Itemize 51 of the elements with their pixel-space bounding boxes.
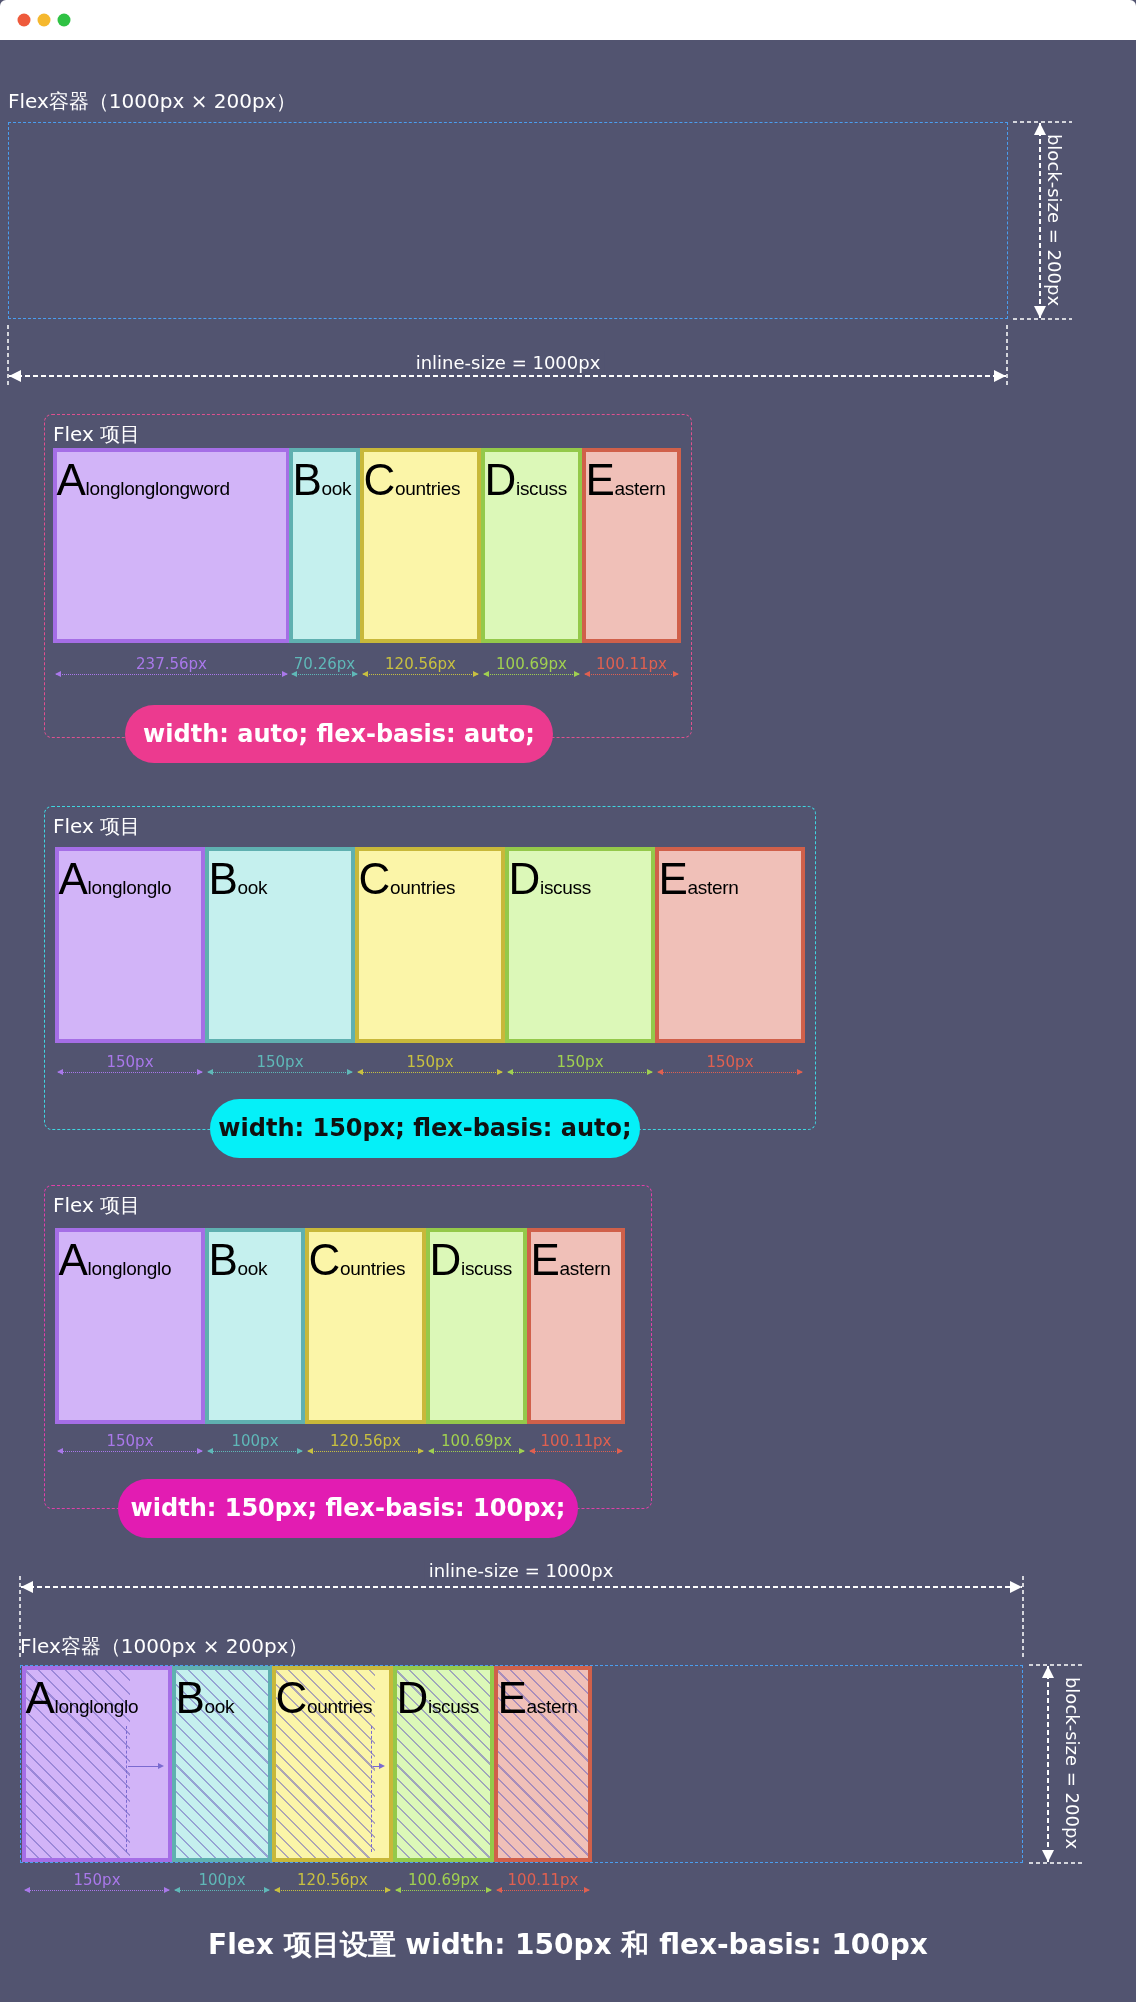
container-heading: Flex容器（1000px × 200px）	[20, 1633, 309, 1660]
size-label: 120.56px	[330, 1432, 401, 1450]
size-label: 120.56px	[297, 1871, 368, 1889]
flex-item: Eastern	[581, 447, 681, 643]
dimension-label: block-size = 200px	[1043, 133, 1065, 307]
size-label: 150px	[73, 1871, 121, 1889]
size-label: 150px	[706, 1053, 754, 1071]
size-label: 70.26px	[293, 655, 356, 673]
flex-item: Countries	[354, 846, 505, 1043]
flex-item: Book	[204, 1227, 305, 1424]
flex-item: Eastern	[493, 1665, 592, 1862]
size-label: 100.69px	[496, 655, 567, 673]
flex-item: Book	[171, 1665, 272, 1862]
size-label: 150px	[556, 1053, 604, 1071]
flex-item: Countries	[304, 1227, 426, 1424]
size-label: 120.56px	[385, 655, 456, 673]
flex-item: Eastern	[526, 1227, 625, 1424]
flex-item: Discuss	[480, 447, 582, 643]
flex-item: Discuss	[392, 1665, 494, 1862]
size-label: 100.69px	[441, 1432, 512, 1450]
flex-item: Eastern	[654, 846, 805, 1043]
flex-item: Book	[204, 846, 355, 1043]
size-label: 100.11px	[507, 1871, 579, 1889]
size-label: 100px	[198, 1871, 246, 1889]
flex-item: Alonglonglo	[21, 1665, 172, 1862]
container-heading: Flex容器（1000px × 200px）	[8, 88, 297, 115]
code-pill: width: 150px; flex-basis: auto;	[210, 1099, 640, 1158]
group-heading: Flex 项目	[53, 1192, 141, 1219]
size-label: 150px	[106, 1432, 154, 1450]
flex-item: Alonglonglo	[54, 846, 205, 1043]
size-label: 150px	[106, 1053, 154, 1071]
flex-item: Book	[288, 447, 360, 643]
size-label: 100.11px	[596, 655, 667, 673]
size-label: 150px	[406, 1053, 454, 1071]
size-label: 150px	[256, 1053, 304, 1071]
flex-item: Discuss	[504, 846, 655, 1043]
size-label: 100.11px	[540, 1432, 612, 1450]
flex-item: Alonglonglongword	[52, 447, 290, 643]
flex-item: Countries	[271, 1665, 393, 1862]
code-pill: width: auto; flex-basis: auto;	[125, 705, 553, 763]
flex-item: Countries	[359, 447, 481, 643]
code-pill: width: 150px; flex-basis: 100px;	[118, 1479, 578, 1538]
size-label: 237.56px	[136, 655, 207, 673]
flex-item: Discuss	[425, 1227, 527, 1424]
size-label: 100.69px	[408, 1871, 479, 1889]
diagram-caption: Flex 项目设置 width: 150px 和 flex-basis: 100px	[208, 1927, 928, 1963]
group-heading: Flex 项目	[53, 421, 141, 448]
dimension-label: block-size = 200px	[1061, 1676, 1083, 1850]
size-label: 100px	[231, 1432, 279, 1450]
group-heading: Flex 项目	[53, 813, 141, 840]
flex-item: Alonglonglo	[54, 1227, 205, 1424]
